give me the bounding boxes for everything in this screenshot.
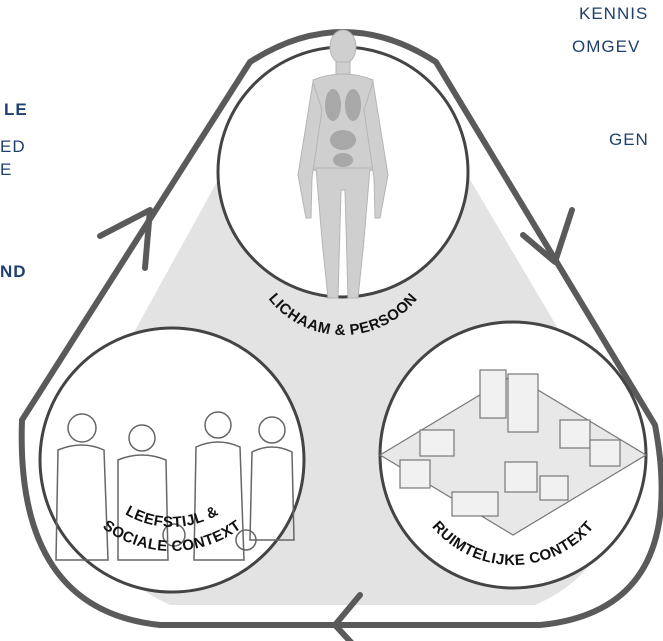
city-blocks-icon (378, 369, 648, 536)
circle-lifestyle-social: LEEFSTIJL & SOCIALE CONTEXT (38, 326, 306, 594)
right-text-line3: GEN (609, 130, 649, 149)
arrow-down-right-icon (520, 207, 575, 265)
organs-icon (325, 89, 361, 167)
circle-body-person: LICHAAM & PERSOON (216, 29, 470, 339)
left-text-line1: LE (4, 100, 28, 119)
arrow-left-icon (332, 592, 363, 641)
people-group-icon (55, 411, 295, 561)
left-text-line3: E (0, 160, 13, 179)
right-text-line1: KENNIS (579, 4, 649, 23)
arrow-up-left-icon (97, 207, 153, 271)
circle-spatial-context: RUIMTELIJKE CONTEXT (378, 320, 648, 590)
right-text-line2: OMGEV (572, 37, 641, 56)
cycle-outline (18, 29, 663, 628)
left-text-line2: ED (0, 137, 26, 156)
left-text-line4: ND (0, 262, 27, 281)
